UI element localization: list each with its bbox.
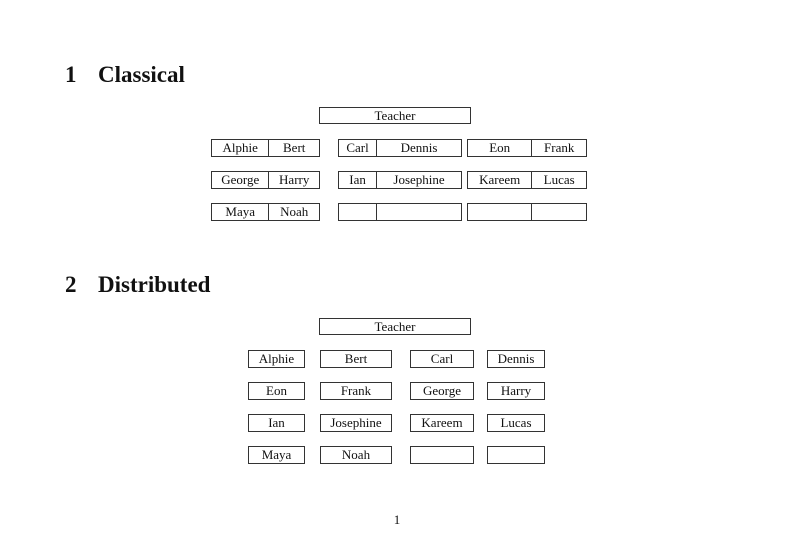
seat-label: Noah <box>341 447 371 462</box>
desk-empty <box>338 203 462 221</box>
desk-empty <box>467 203 587 221</box>
desk: George Harry <box>211 171 320 189</box>
desk: Noah <box>320 446 392 464</box>
desk: Ian <box>248 414 305 432</box>
desk: Maya Noah <box>211 203 320 221</box>
seat-label: Carl <box>430 351 454 366</box>
seat-label: Dennis <box>497 351 535 366</box>
seat-label: Harry <box>268 172 319 188</box>
desk: Lucas <box>487 414 545 432</box>
desk: Frank <box>320 382 392 400</box>
seat-label: Eon <box>266 383 287 398</box>
seat-label: Harry <box>500 383 532 398</box>
section-heading-distributed: 2 Distributed <box>65 272 210 298</box>
teacher-box: Teacher <box>319 318 471 335</box>
seat-label: Alphie <box>222 140 258 155</box>
desk: Alphie <box>248 350 305 368</box>
desk-empty <box>410 446 474 464</box>
teacher-box: Teacher <box>319 107 471 124</box>
seat-label: Alphie <box>258 351 295 366</box>
seat-label: Bert <box>268 140 319 156</box>
seat-label-empty <box>376 204 461 220</box>
teacher-label: Teacher <box>374 319 416 334</box>
seat-label: George <box>221 172 260 187</box>
seat-label-empty <box>468 204 531 220</box>
section-title: Distributed <box>98 272 211 297</box>
desk: Carl Dennis <box>338 139 462 157</box>
seat-label: George <box>422 383 462 398</box>
seat-label: Maya <box>225 204 255 219</box>
desk: Maya <box>248 446 305 464</box>
seat-label: Frank <box>340 383 372 398</box>
seat-label: Josephine <box>376 172 461 188</box>
desk: Carl <box>410 350 474 368</box>
seat-label: Eon <box>489 140 511 155</box>
seat-label-empty <box>411 447 473 463</box>
seat-label: Noah <box>268 204 319 220</box>
seat-label: Kareem <box>421 415 463 430</box>
desk: Eon Frank <box>467 139 587 157</box>
seat-label: Maya <box>261 447 292 462</box>
seat-label: Ian <box>268 415 285 430</box>
desk: Kareem <box>410 414 474 432</box>
desk: Eon <box>248 382 305 400</box>
desk: Ian Josephine <box>338 171 462 189</box>
seat-label: Frank <box>531 140 586 156</box>
seat-label: Josephine <box>330 415 382 430</box>
seat-label: Lucas <box>500 415 532 430</box>
seat-label-empty <box>339 204 376 220</box>
section-number: 2 <box>65 272 77 297</box>
section-heading-classical: 1 Classical <box>65 62 185 88</box>
seat-label: Carl <box>346 140 369 155</box>
desk: Harry <box>487 382 545 400</box>
seat-label: Bert <box>344 351 368 366</box>
desk-empty <box>487 446 545 464</box>
seat-label: Ian <box>349 172 366 187</box>
desk: George <box>410 382 474 400</box>
seat-label-empty <box>531 204 586 220</box>
seat-label: Kareem <box>479 172 521 187</box>
desk: Bert <box>320 350 392 368</box>
desk: Josephine <box>320 414 392 432</box>
desk: Dennis <box>487 350 545 368</box>
desk: Kareem Lucas <box>467 171 587 189</box>
page-number: 1 <box>393 512 401 527</box>
section-number: 1 <box>65 62 77 87</box>
seat-label: Lucas <box>531 172 586 188</box>
seat-label-empty <box>488 447 544 463</box>
section-title: Classical <box>98 62 185 87</box>
desk: Alphie Bert <box>211 139 320 157</box>
seat-label: Dennis <box>376 140 461 156</box>
teacher-label: Teacher <box>374 108 416 123</box>
